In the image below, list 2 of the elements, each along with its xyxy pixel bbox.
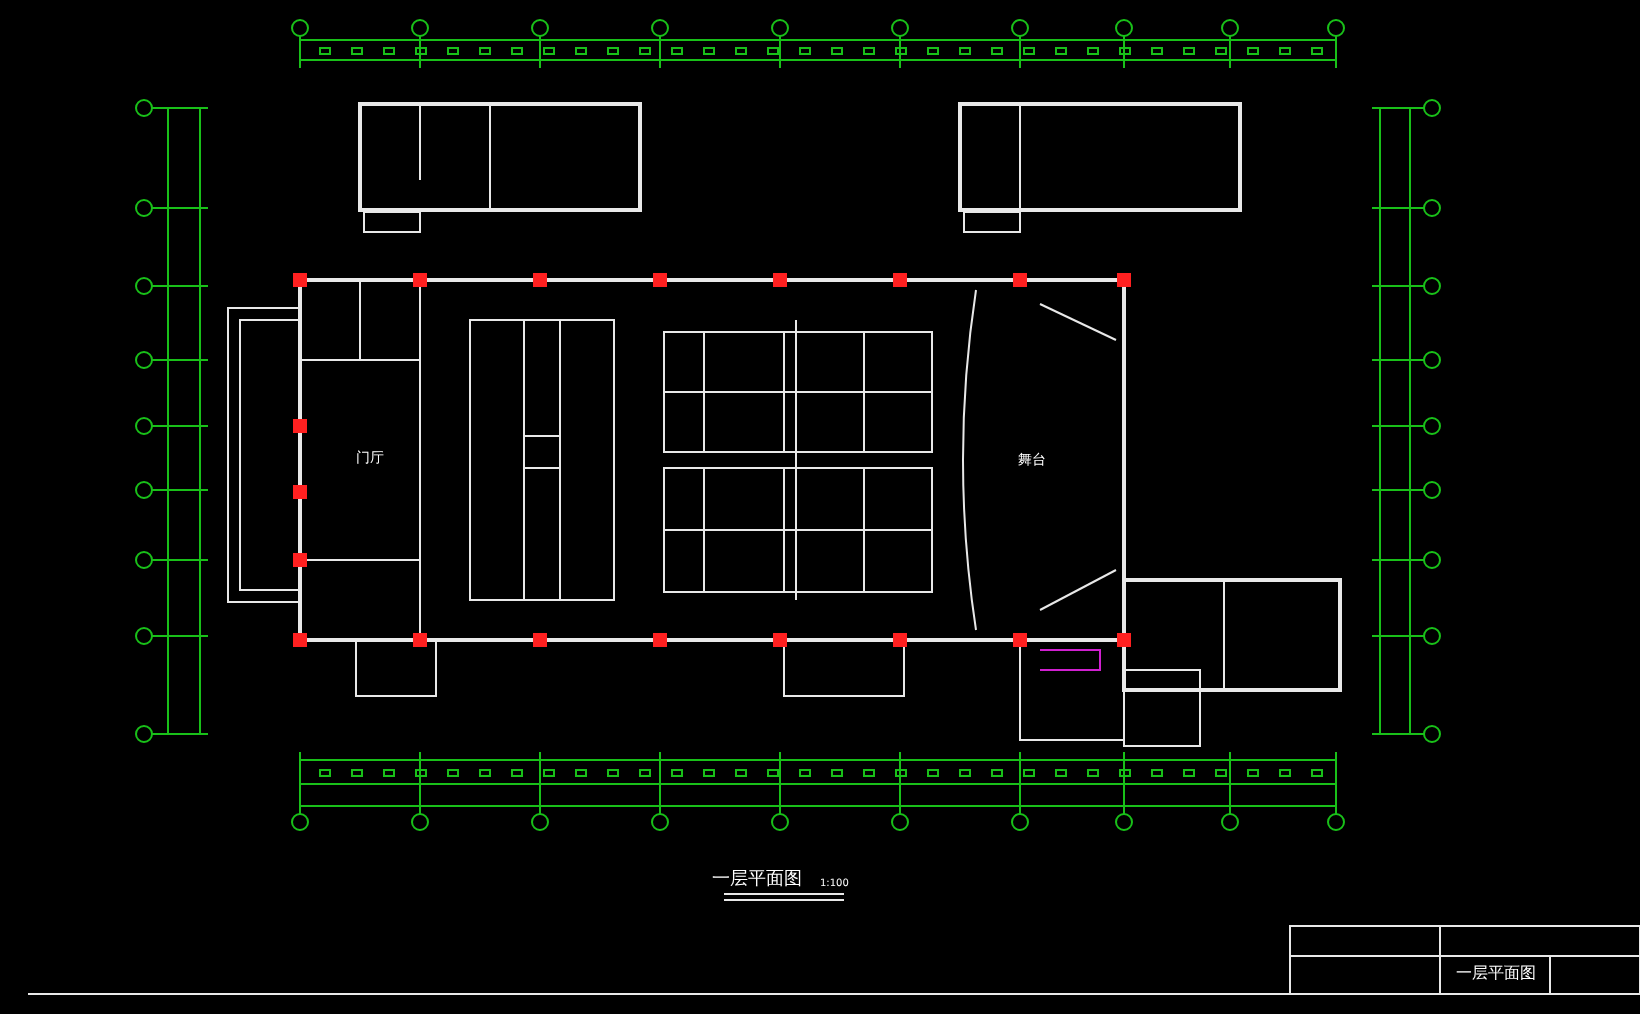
title-block-text: 一层平面图 [1456, 966, 1536, 982]
drawing-title: 一层平面图 [712, 872, 802, 890]
